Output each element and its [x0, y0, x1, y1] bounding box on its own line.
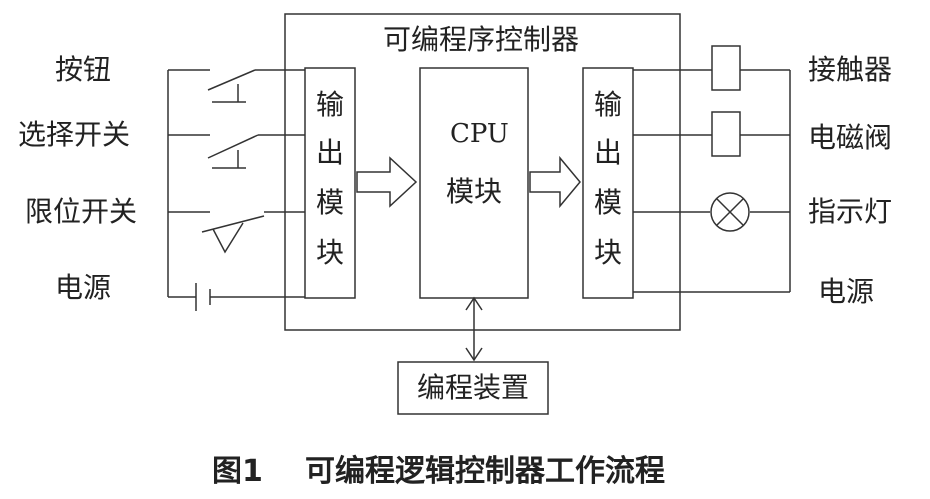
input-module-char-1: 输 [315, 88, 344, 121]
input-module-char-4: 块 [315, 236, 344, 269]
arrow-input-to-cpu [356, 156, 418, 208]
output-label-lamp: 指示灯 [808, 195, 893, 228]
input-module-char-3: 模 [315, 186, 344, 219]
input-label-button: 按钮 [55, 53, 112, 86]
cpu-label: CPU [450, 119, 509, 149]
output-label-solenoid: 电磁阀 [808, 121, 893, 154]
figure-caption: 可编程逻辑控制器工作流程 [305, 454, 665, 489]
output-label-power: 电源 [818, 275, 875, 308]
figure-number: 图1 [212, 454, 263, 489]
plc-title: 可编程序控制器 [383, 23, 580, 56]
programmer-label: 编程装置 [417, 371, 530, 404]
solenoid-coil [711, 111, 741, 157]
lamp-symbol [710, 192, 750, 232]
cpu-module-label: 模块 [446, 175, 503, 208]
arrow-down-head [465, 347, 483, 362]
output-label-contactor: 接触器 [808, 53, 893, 86]
output-module-char-1: 输 [593, 88, 622, 121]
output-module-box [582, 67, 634, 299]
plc-frame [284, 13, 681, 331]
input-module-char-2: 出 [315, 136, 344, 169]
input-label-selector: 选择开关 [18, 118, 131, 151]
programmer-box [397, 361, 549, 415]
input-module-box [304, 67, 356, 299]
output-module-char-4: 块 [593, 236, 622, 269]
input-label-power: 电源 [55, 271, 112, 304]
arrow-up-head [465, 296, 483, 311]
arrow-cpu-to-output [529, 155, 581, 209]
contactor-coil [711, 45, 741, 91]
output-module-char-2: 出 [593, 136, 622, 169]
input-label-limit: 限位开关 [25, 195, 138, 228]
output-module-char-3: 模 [593, 186, 622, 219]
